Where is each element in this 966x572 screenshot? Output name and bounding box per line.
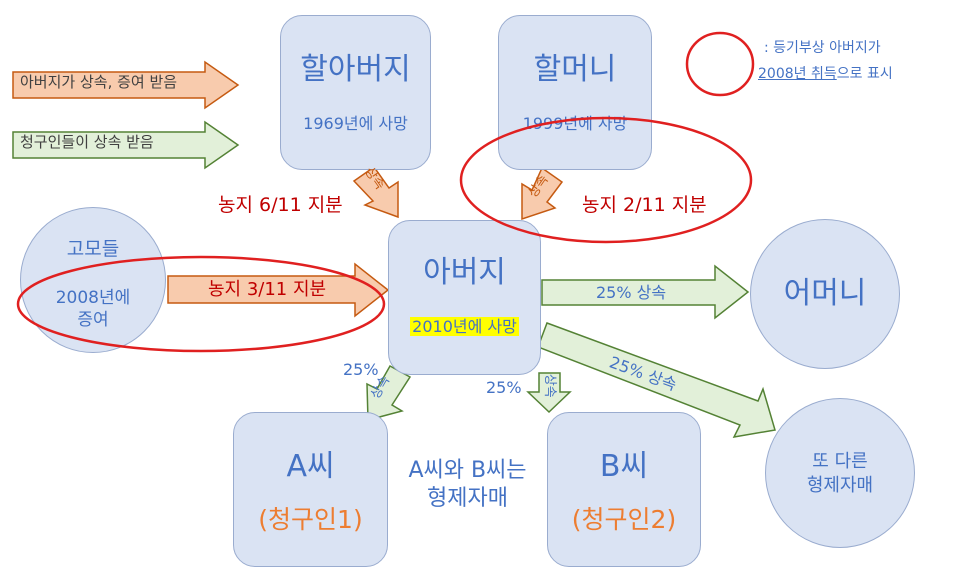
arrow-grandfather-to-father [352, 165, 399, 219]
legend-circle-note-line2: 2008년 취득으로 표시 [758, 66, 893, 83]
person-a-role: (청구인1) [258, 505, 363, 534]
arrow-father-to-a [366, 364, 412, 421]
grandmother-share-label: 농지 2/11 지분 [582, 194, 707, 216]
grandmother-note: 1999년에 사망 [522, 114, 628, 133]
aunts-note-line1: 2008년에 [55, 288, 131, 308]
grandfather-box: 할아버지 1969년에 사망 [280, 15, 431, 170]
person-a-box: A씨 (청구인1) [233, 412, 388, 567]
legend-orange-label: 아버지가 상속, 증여 받음 [20, 73, 178, 91]
father-box: 아버지 2010년에 사망 [388, 220, 541, 375]
legend-red-circle [685, 31, 755, 97]
b-arrow-text: 상속 [541, 373, 557, 398]
father-name: 아버지 [423, 255, 506, 290]
legend-circle-note-line1: : 등기부상 아버지가 [764, 40, 881, 56]
siblings-note-line1: A씨와 B씨는 [408, 458, 527, 483]
aunts-name: 고모들 [66, 238, 120, 260]
grandmother-box: 할머니 1999년에 사망 [498, 15, 652, 170]
legend-note-rest: 으로 표시 [836, 66, 893, 82]
grandfather-share-label: 농지 6/11 지분 [218, 194, 343, 216]
aunts-circle: 고모들 2008년에 증여 [20, 207, 166, 353]
legend-green-label: 청구인들이 상속 받음 [20, 133, 154, 151]
aunts-note-line2: 증여 [77, 310, 109, 330]
other-sibling-circle: 또 다른 형제자매 [765, 398, 915, 548]
arrow-father-to-b [526, 372, 572, 414]
mother-circle: 어머니 [750, 219, 900, 369]
arrow-father-to-mother [541, 264, 750, 320]
grandfather-name: 할아버지 [300, 52, 411, 87]
other-sibling-line2: 형제자매 [806, 475, 874, 496]
legend-green-arrow-shape [12, 120, 240, 170]
mother-share-label: 25% 상속 [596, 283, 667, 302]
mother-name: 어머니 [783, 276, 867, 311]
aunts-share-label: 농지 3/11 지분 [208, 279, 327, 300]
b-share-pct: 25% [486, 378, 522, 397]
person-b-role: (청구인2) [571, 505, 677, 534]
other-sibling-line1: 또 다른 [812, 451, 868, 472]
father-note: 2010년에 사망 [410, 317, 519, 336]
grandfather-note: 1969년에 사망 [303, 114, 408, 133]
person-b-box: B씨 (청구인2) [547, 412, 701, 567]
a-share-pct: 25% [343, 360, 379, 379]
grandmother-name: 할머니 [533, 52, 617, 87]
legend-orange-arrow-shape [12, 60, 240, 110]
person-b-name: B씨 [599, 449, 649, 484]
person-a-name: A씨 [286, 449, 335, 484]
father-note-wrap: 2010년에 사망 [389, 317, 540, 336]
legend-underlined-text: 2008년 취득 [758, 66, 837, 82]
siblings-note-line2: 형제자매 [427, 486, 508, 511]
arrow-father-to-other [537, 322, 776, 438]
